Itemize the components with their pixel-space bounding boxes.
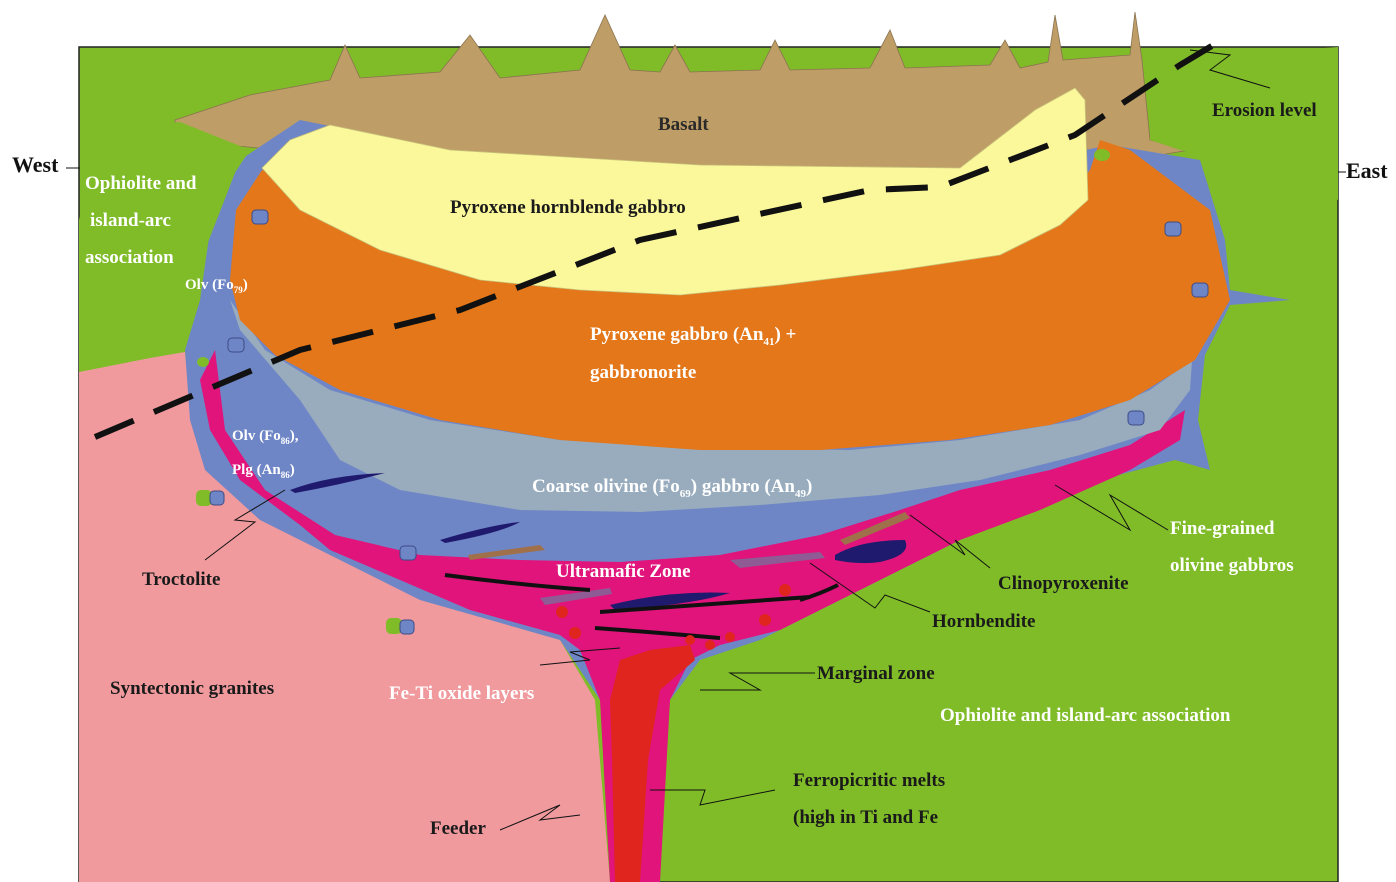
hornbendite-label: Hornbendite — [932, 611, 1035, 632]
oxide-blob — [569, 627, 581, 639]
oxide-blob — [779, 584, 791, 596]
olv-fo79-prefix: Olv (Fo — [185, 277, 234, 293]
plg-an86-suffix: ) — [290, 462, 295, 478]
erosion-level-label: Erosion level — [1212, 100, 1317, 121]
ferropicritic-label-2: (high in Ti and Fe — [793, 807, 938, 828]
xenolith-blob — [1128, 411, 1144, 425]
oxide-blob — [556, 606, 568, 618]
ophiolite-east-label: Ophiolite and island-arc association — [940, 705, 1231, 726]
oxide-blob — [725, 632, 735, 642]
coarse-olivine-p2: ) gabbro (An — [691, 476, 796, 497]
xenolith-blob-green — [197, 357, 209, 367]
feeder-label: Feeder — [430, 818, 486, 839]
xenolith-blob — [228, 338, 244, 352]
fine-grained-label-2: olivine gabbros — [1170, 555, 1294, 576]
coarse-olivine-p3: ) — [806, 476, 812, 497]
east-label: East — [1346, 158, 1388, 183]
coarse-olivine-p1: Coarse olivine (Fo — [532, 476, 680, 497]
olv-fo86-suffix: ), — [290, 428, 299, 444]
granite-xenolith-2 — [386, 618, 414, 634]
syntectonic-granites-label: Syntectonic granites — [110, 678, 274, 699]
west-label: West — [12, 152, 59, 177]
oxide-blob — [759, 614, 771, 626]
pyroxene-hornblende-label: Pyroxene hornblende gabbro — [450, 197, 686, 218]
pyroxene-gabbro-sub: 41 — [763, 336, 774, 348]
xenolith-blob — [252, 210, 268, 224]
oxide-blob — [685, 635, 695, 645]
xenolith-blob — [1165, 222, 1181, 236]
pyroxene-gabbro-prefix: Pyroxene gabbro (An — [590, 324, 764, 345]
coarse-olivine-sub1: 69 — [680, 488, 692, 500]
ferropicritic-label-1: Ferropicritic melts — [793, 770, 945, 791]
marginal-zone-label: Marginal zone — [817, 663, 935, 684]
pyroxene-gabbro-suffix: ) + — [774, 324, 796, 345]
gabbronorite-label: gabbronorite — [590, 362, 696, 383]
xenolith-blob — [400, 546, 416, 560]
ultramafic-zone-label: Ultramafic Zone — [556, 561, 691, 582]
coarse-olivine-sub2: 49 — [795, 488, 807, 500]
troctolite-label: Troctolite — [142, 569, 220, 590]
fe-ti-oxide-label: Fe-Ti oxide layers — [389, 683, 534, 704]
xenolith-blob — [1192, 283, 1208, 297]
clinopyroxenite-label: Clinopyroxenite — [998, 573, 1129, 594]
oxide-blob — [705, 640, 715, 650]
basalt-label: Basalt — [658, 114, 709, 135]
olv-fo79-suffix: ) — [243, 277, 248, 293]
granite-xenolith-1 — [196, 490, 224, 506]
coarse-olivine-label: Coarse olivine (Fo69) gabbro (An49) — [532, 476, 812, 500]
ophiolite-west-label-1: Ophiolite and — [85, 173, 197, 194]
plg-an86-prefix: Plg (An — [232, 462, 281, 478]
xenolith-blob-green — [1094, 149, 1110, 161]
ophiolite-west-label-2: island-arc — [90, 210, 171, 231]
fine-grained-label-1: Fine-grained — [1170, 518, 1275, 539]
olv-fo86-prefix: Olv (Fo — [232, 428, 281, 444]
ophiolite-west-label-3: association — [85, 247, 174, 268]
